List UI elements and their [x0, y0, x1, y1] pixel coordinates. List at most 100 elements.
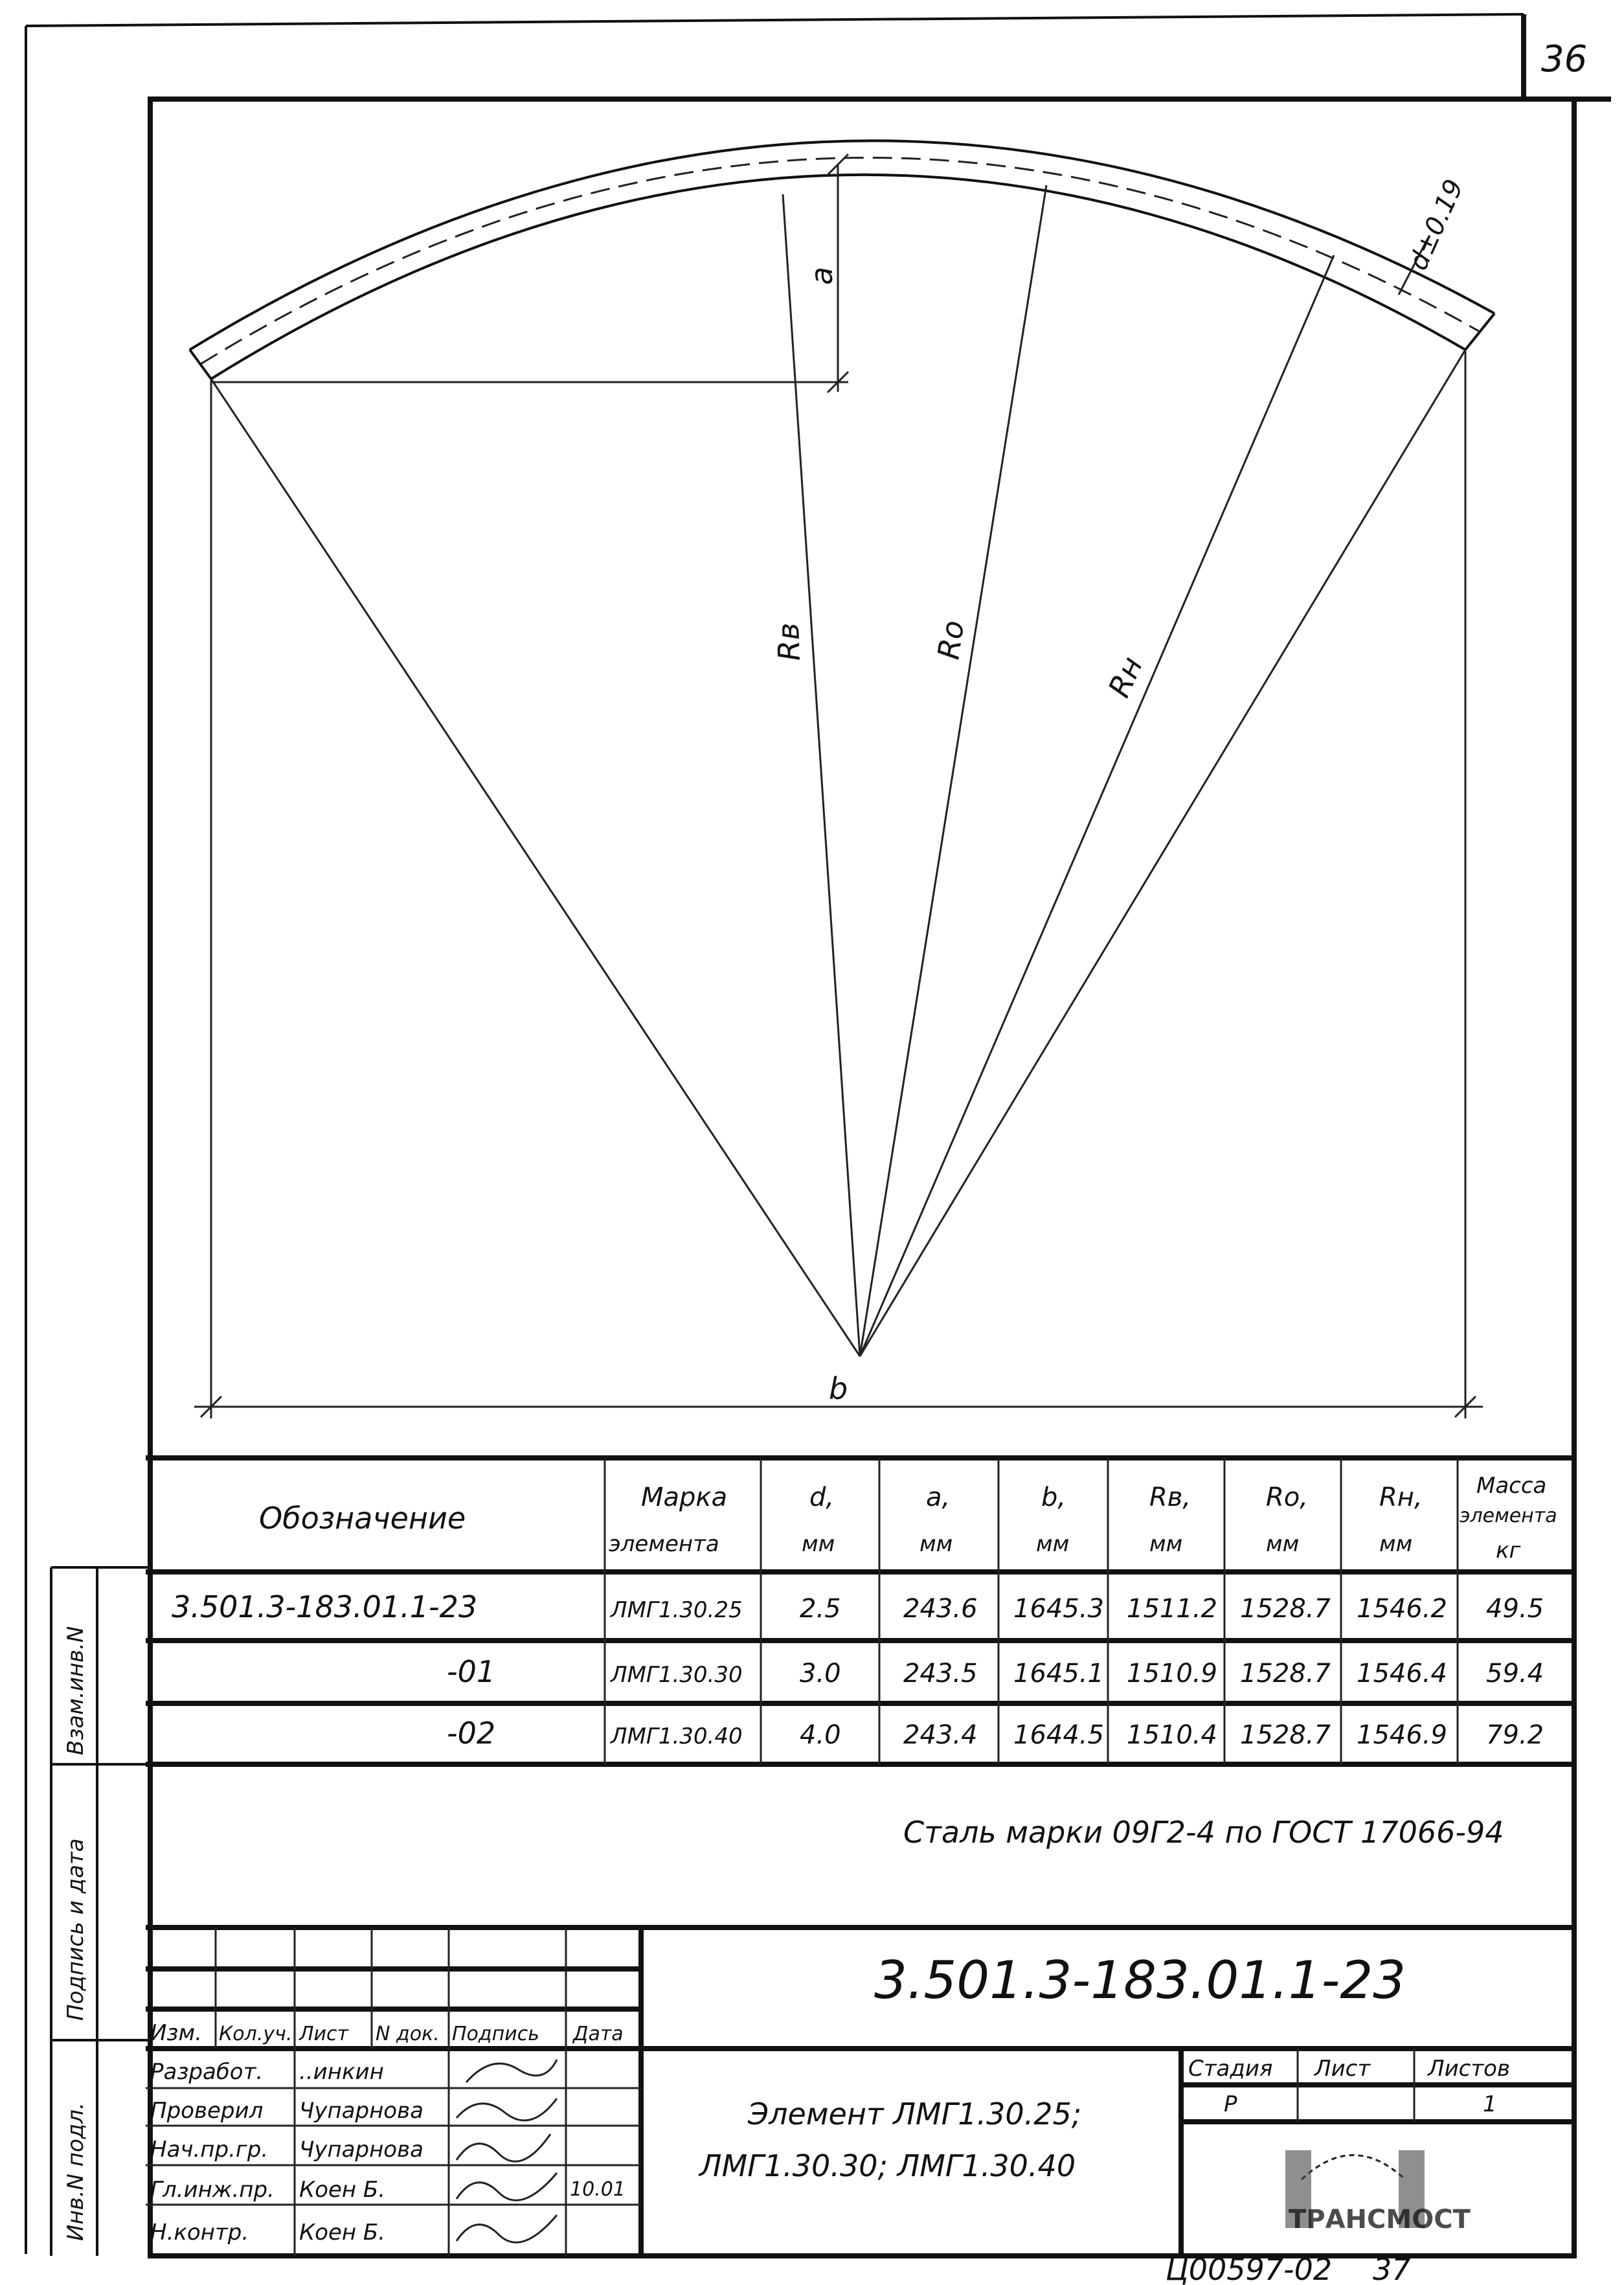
header-designation: Обозначение	[259, 1501, 466, 1536]
header-ro: Ro,	[1266, 1483, 1308, 1512]
signatory-row: Разработ. ..инкин	[150, 2059, 558, 2085]
label-rv: Rв	[771, 622, 807, 662]
row-b: 1645.3	[1013, 1594, 1104, 1624]
role: Нач.пр.гр.	[150, 2137, 268, 2163]
sheet-top-edge	[25, 13, 1524, 27]
arc-element-drawing: a b Rв Ro Rн d±0.19	[188, 139, 1496, 1418]
a-dimension-ticks	[826, 153, 850, 394]
signatory-row: Нач.пр.гр. Чупарнова	[150, 2133, 552, 2163]
row-mark: ЛМГ1.30.25	[609, 1597, 743, 1623]
signatory-row: Н.контр. Коен Б.	[150, 2214, 558, 2245]
row-d: 4.0	[800, 1720, 841, 1750]
side-stamp: Взам.инв.N Подпись и дата Инв.N подл.	[50, 1566, 150, 2256]
signature	[465, 2059, 558, 2083]
signature	[455, 2133, 552, 2163]
sheets-label: Листов	[1427, 2056, 1510, 2082]
signature	[455, 2098, 558, 2122]
header-a: a,	[926, 1483, 950, 1512]
doc-number: 3.501.3-183.01.1-23	[874, 1950, 1406, 2010]
side-inv-podl: Инв.N подл.	[63, 2102, 89, 2241]
side-vzam-inv: Взам.инв.N	[63, 1626, 89, 1755]
row-mass: 49.5	[1486, 1594, 1544, 1624]
row-mass: 79.2	[1486, 1720, 1544, 1750]
company-logo: ТРАНСМОСТ	[1285, 2150, 1471, 2234]
table-row: 3.501.3-183.01.1-23 ЛМГ1.30.25 2.5 243.6…	[172, 1589, 1544, 1624]
stage-value: Р	[1224, 2091, 1237, 2117]
parameter-table: Обозначение Марка элемента d, мм a, мм b…	[146, 1455, 1574, 1767]
element-title-line1: Элемент ЛМГ1.30.25;	[747, 2097, 1081, 2132]
table-row: -01 ЛМГ1.30.30 3.0 243.5 1645.1 1510.9 1…	[447, 1654, 1544, 1689]
row-mass: 59.4	[1486, 1659, 1544, 1688]
b-dimension-ticks	[199, 1395, 1477, 1418]
row-a: 243.6	[903, 1594, 978, 1624]
signature	[455, 2214, 558, 2244]
ro-radius-line	[859, 185, 1048, 1357]
left-radial-line	[210, 378, 861, 1357]
row-rn: 1546.4	[1357, 1659, 1447, 1688]
header-b: b,	[1041, 1483, 1066, 1512]
label-b: b	[829, 1371, 848, 1406]
extension-lines	[210, 350, 1467, 1418]
header-ro-unit: мм	[1266, 1531, 1299, 1557]
signatory-row: Гл.инж.пр. Коен Б. 10.01	[150, 2172, 626, 2203]
header-a-unit: мм	[919, 1531, 953, 1557]
row-mark: ЛМГ1.30.40	[609, 1723, 743, 1749]
row-d: 3.0	[800, 1659, 841, 1688]
header-mass: Масса	[1476, 1473, 1546, 1499]
header-b-unit: мм	[1036, 1531, 1069, 1557]
row-rn: 1546.2	[1357, 1594, 1447, 1624]
row-designation: 3.501.3-183.01.1-23	[172, 1589, 477, 1624]
signatory-row: Проверил Чупарнова	[150, 2098, 558, 2124]
arc-end-caps	[188, 312, 1496, 380]
signature	[455, 2172, 558, 2201]
row-designation: -02	[447, 1716, 495, 1751]
date: 10.01	[570, 2178, 626, 2201]
col-header-kol-uch: Кол.уч.	[219, 2023, 292, 2045]
row-a: 243.4	[903, 1720, 978, 1750]
header-rn-unit: мм	[1379, 1531, 1412, 1557]
role: Разработ.	[150, 2059, 263, 2085]
row-rv: 1510.9	[1127, 1659, 1217, 1688]
role: Проверил	[150, 2098, 263, 2124]
header-mark-2: элемента	[609, 1531, 719, 1557]
row-a: 243.5	[903, 1659, 978, 1688]
col-header-data: Дата	[572, 2023, 624, 2045]
header-d-unit: мм	[802, 1531, 835, 1557]
row-ro: 1528.7	[1240, 1659, 1331, 1688]
header-mass-unit: кг	[1496, 1538, 1522, 1563]
header-rv-unit: мм	[1149, 1531, 1182, 1557]
row-d: 2.5	[800, 1594, 841, 1624]
revision-header-row: Изм. Кол.уч. Лист N док. Подпись Дата	[150, 2020, 624, 2046]
header-rn: Rн,	[1379, 1483, 1423, 1512]
title-block: 3.501.3-183.01.1-23 Изм. Кол.уч. Лист N …	[146, 1925, 1574, 2256]
label-d-tolerance: d±0.19	[1403, 175, 1469, 275]
col-header-podpis: Подпись	[452, 2023, 539, 2045]
row-b: 1645.1	[1013, 1659, 1104, 1688]
header-mass-2: элемента	[1460, 1505, 1557, 1527]
outer-arc	[188, 139, 1495, 351]
name: Чупарнова	[299, 2137, 423, 2163]
label-ro: Ro	[930, 618, 971, 661]
col-header-n-dok: N док.	[376, 2023, 440, 2045]
main-frame	[148, 97, 1577, 2258]
row-ro: 1528.7	[1240, 1720, 1331, 1750]
handwritten-number: 37	[1373, 2252, 1411, 2285]
row-ro: 1528.7	[1240, 1594, 1331, 1624]
name: Чупарнова	[299, 2098, 423, 2124]
table-row: -02 ЛМГ1.30.40 4.0 243.4 1644.5 1510.4 1…	[447, 1716, 1544, 1751]
handwritten-code: Ц00597-02	[1166, 2252, 1332, 2285]
row-rn: 1546.9	[1357, 1720, 1447, 1750]
logo-text: ТРАНСМОСТ	[1289, 2205, 1471, 2234]
row-b: 1644.5	[1013, 1720, 1104, 1750]
page-number: 36	[1541, 38, 1587, 80]
inner-arc	[210, 173, 1467, 380]
row-designation: -01	[447, 1654, 495, 1689]
d-dimension-line	[1397, 238, 1429, 295]
steel-note: Сталь марки 09Г2-4 по ГОСТ 17066-94	[903, 1815, 1504, 1850]
row-rv: 1510.4	[1127, 1720, 1217, 1750]
sheet-label: Лист	[1313, 2056, 1371, 2082]
header-rv: Rв,	[1149, 1483, 1191, 1512]
element-title-line2: ЛМГ1.30.30; ЛМГ1.30.40	[698, 2148, 1076, 2183]
label-a: a	[804, 267, 839, 285]
